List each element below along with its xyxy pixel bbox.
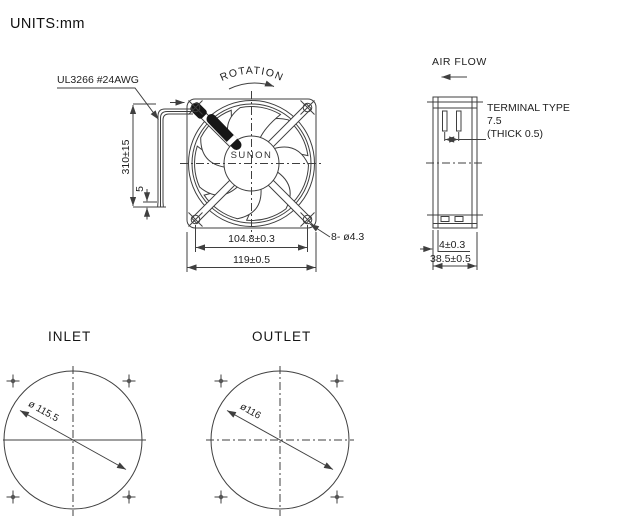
- brand-label: SUNON: [231, 150, 273, 161]
- units-label: UNITS:mm: [10, 16, 85, 32]
- fan-frame-outline: [186, 98, 317, 229]
- terminal-pins: [442, 110, 462, 132]
- terminal-thickness-label: (THICK 0.5): [487, 127, 544, 140]
- inlet-label: INLET: [48, 329, 92, 344]
- dimension-lines-front: [57, 87, 331, 272]
- rotation-arrow: ROTATION: [218, 65, 285, 90]
- outlet-label: OUTLET: [252, 329, 312, 344]
- dim-mounting-holes: 8- ø4.3: [331, 231, 365, 243]
- outlet-circle-drawing: [206, 366, 354, 516]
- fan-side-view: [426, 96, 484, 229]
- dim-strip-length: 5: [134, 186, 146, 192]
- inlet-circle-drawing: [3, 366, 146, 516]
- svg-text:ROTATION: ROTATION: [218, 65, 285, 84]
- airflow-label: AIR FLOW: [432, 56, 487, 68]
- fan-front-view: SUNON: [180, 91, 323, 237]
- dim-frame-width: 119±0.5: [232, 254, 271, 266]
- outlet-hole-marks: [214, 374, 344, 504]
- dim-lead-length: 310±15: [120, 139, 132, 175]
- lead-wires: [157, 108, 193, 208]
- dim-frame-depth: 38.5±0.5: [430, 253, 471, 265]
- terminal-pitch-label: 7.5: [487, 115, 502, 127]
- terminal-type-label: TERMINAL TYPE: [487, 102, 570, 114]
- dimension-lines-side: [420, 132, 486, 270]
- dim-hole-pitch: 104.8±0.3: [228, 233, 275, 245]
- wire-spec-label: UL3266 #24AWG: [57, 74, 139, 86]
- rotation-label: ROTATION: [218, 65, 284, 84]
- inlet-hole-marks: [6, 374, 136, 504]
- dim-flange-thickness: 4±0.3: [439, 239, 466, 251]
